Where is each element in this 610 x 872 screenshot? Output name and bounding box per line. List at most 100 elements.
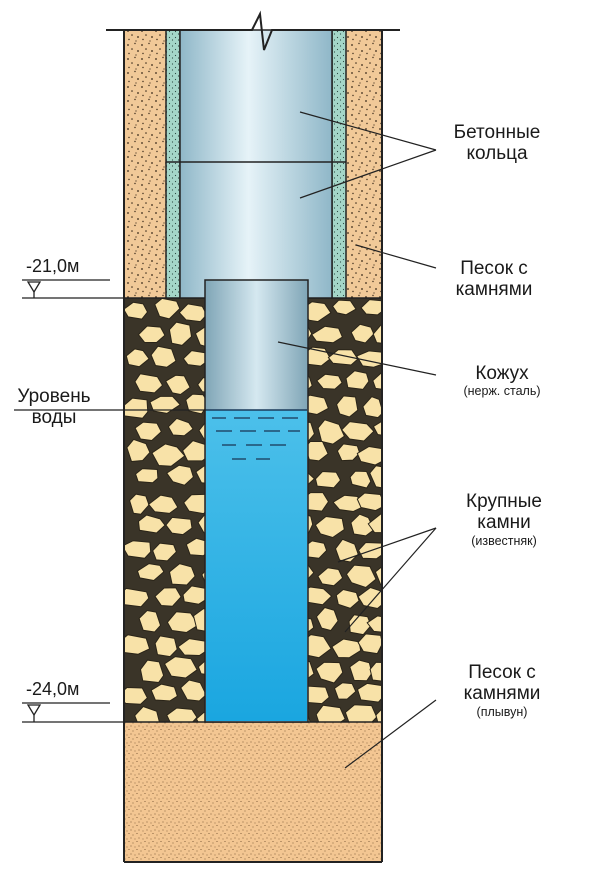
label-water-level-line2: воды <box>31 407 77 429</box>
label-sand-top-line1: Песок с <box>460 258 528 279</box>
limestone-rock <box>139 659 165 684</box>
limestone-rock <box>126 438 151 463</box>
level-mark-upper <box>22 279 124 299</box>
limestone-rock <box>333 682 357 700</box>
limestone-rock <box>136 563 165 582</box>
limestone-rock <box>316 373 343 390</box>
limestone-rock <box>349 659 373 682</box>
limestone-rock <box>314 470 342 489</box>
limestone-rock <box>124 540 152 559</box>
limestone-rock <box>314 515 345 539</box>
label-sand-with-stones-top: Песок с камнями <box>438 258 550 301</box>
limestone-rock <box>335 588 360 609</box>
limestone-rock <box>336 443 361 462</box>
limestone-rock <box>369 661 382 682</box>
limestone-rock <box>332 494 364 513</box>
limestone-rock <box>345 370 370 390</box>
limestone-rock <box>367 513 382 534</box>
limestone-rock <box>165 516 193 536</box>
limestone-rock <box>167 417 194 437</box>
limestone-rock <box>138 609 162 633</box>
label-casing-line1: Кожух <box>475 363 529 384</box>
limestone-rock <box>334 538 359 563</box>
limestone-rock <box>331 299 357 316</box>
limestone-rock <box>151 443 186 467</box>
water-column <box>206 410 307 721</box>
label-water-level-line1: Уровень <box>17 386 91 407</box>
quicksand-layer <box>124 722 382 862</box>
limestone-rock <box>165 464 194 486</box>
limestone-rock <box>137 514 166 534</box>
limestone-rock <box>315 661 344 684</box>
limestone-rock <box>315 606 339 632</box>
label-large-stones-line2: камни <box>477 512 531 534</box>
label-casing: Кожух (нерж. сталь) <box>444 363 560 398</box>
limestone-rock <box>341 421 375 442</box>
limestone-rock <box>166 611 200 634</box>
limestone-rock <box>310 325 344 344</box>
level-mark-lower <box>22 702 124 723</box>
limestone-rock <box>150 683 178 702</box>
label-water-level: Уровень воды <box>0 386 108 429</box>
limestone-rock <box>356 492 382 512</box>
limestone-rock <box>357 586 382 610</box>
limestone-rock <box>149 395 181 414</box>
limestone-rock <box>315 704 346 722</box>
limestone-rock <box>152 542 177 562</box>
limestone-rock <box>125 348 150 368</box>
limestone-rock <box>356 445 382 466</box>
level-upper-value: -21,0м <box>26 256 80 276</box>
leader-lines <box>277 111 437 769</box>
limestone-rock <box>168 563 196 586</box>
limestone-rock <box>372 420 382 436</box>
label-large-stones-line1: Крупные <box>466 491 542 512</box>
limestone-rock <box>124 397 149 419</box>
limestone-rock <box>124 301 149 320</box>
concrete-rings <box>165 29 347 299</box>
label-large-stones-line3: (известняк) <box>471 533 537 548</box>
label-sand-bottom-line2: камнями <box>463 683 541 705</box>
label-concrete-rings: Бетонные кольца <box>438 122 556 165</box>
limestone-rock <box>134 421 162 442</box>
limestone-rock <box>350 513 375 537</box>
ground-line-break <box>106 10 400 51</box>
limestone-rock <box>317 419 346 445</box>
limestone-rock <box>124 686 149 705</box>
limestone-rock <box>137 325 166 344</box>
limestone-rock <box>372 372 382 390</box>
limestone-rock <box>163 656 198 679</box>
limestone-rock <box>362 396 382 419</box>
limestone-rock <box>344 704 378 722</box>
limestone-rock <box>124 634 151 655</box>
limestone-rock <box>147 494 179 514</box>
limestone-rock <box>375 708 382 722</box>
limestone-rock <box>168 321 193 346</box>
label-sand-bottom-line1: Песок с <box>468 662 536 683</box>
limestone-rock <box>135 468 159 484</box>
limestone-rock <box>178 303 208 323</box>
limestone-rock <box>129 493 150 515</box>
label-large-stones: Крупные камни (известняк) <box>448 491 560 548</box>
label-sand-top-line2: камнями <box>455 279 533 301</box>
limestone-rock <box>336 395 359 418</box>
limestone-rock <box>350 323 375 344</box>
limestone-rock <box>166 707 198 722</box>
label-concrete-rings-line1: Бетонные <box>453 122 541 143</box>
limestone-rock <box>154 298 181 320</box>
label-casing-line2: (нерж. сталь) <box>463 384 541 399</box>
label-concrete-rings-line2: кольца <box>466 143 528 165</box>
limestone-rock <box>124 587 150 608</box>
limestone-rock <box>345 564 377 589</box>
label-sand-with-stones-bottom: Песок с камнями (плывун) <box>446 662 558 719</box>
limestone-rock <box>374 566 382 586</box>
limestone-rock <box>154 635 178 658</box>
limestone-rock <box>154 587 182 607</box>
limestone-rock <box>134 373 164 394</box>
limestone-rock <box>327 349 359 366</box>
limestone-rock <box>366 615 382 633</box>
limestone-rock <box>372 322 382 344</box>
level-lower-value: -24,0м <box>26 679 80 699</box>
limestone-rock <box>150 345 177 368</box>
limestone-rock <box>180 679 207 702</box>
limestone-rock <box>317 567 344 587</box>
